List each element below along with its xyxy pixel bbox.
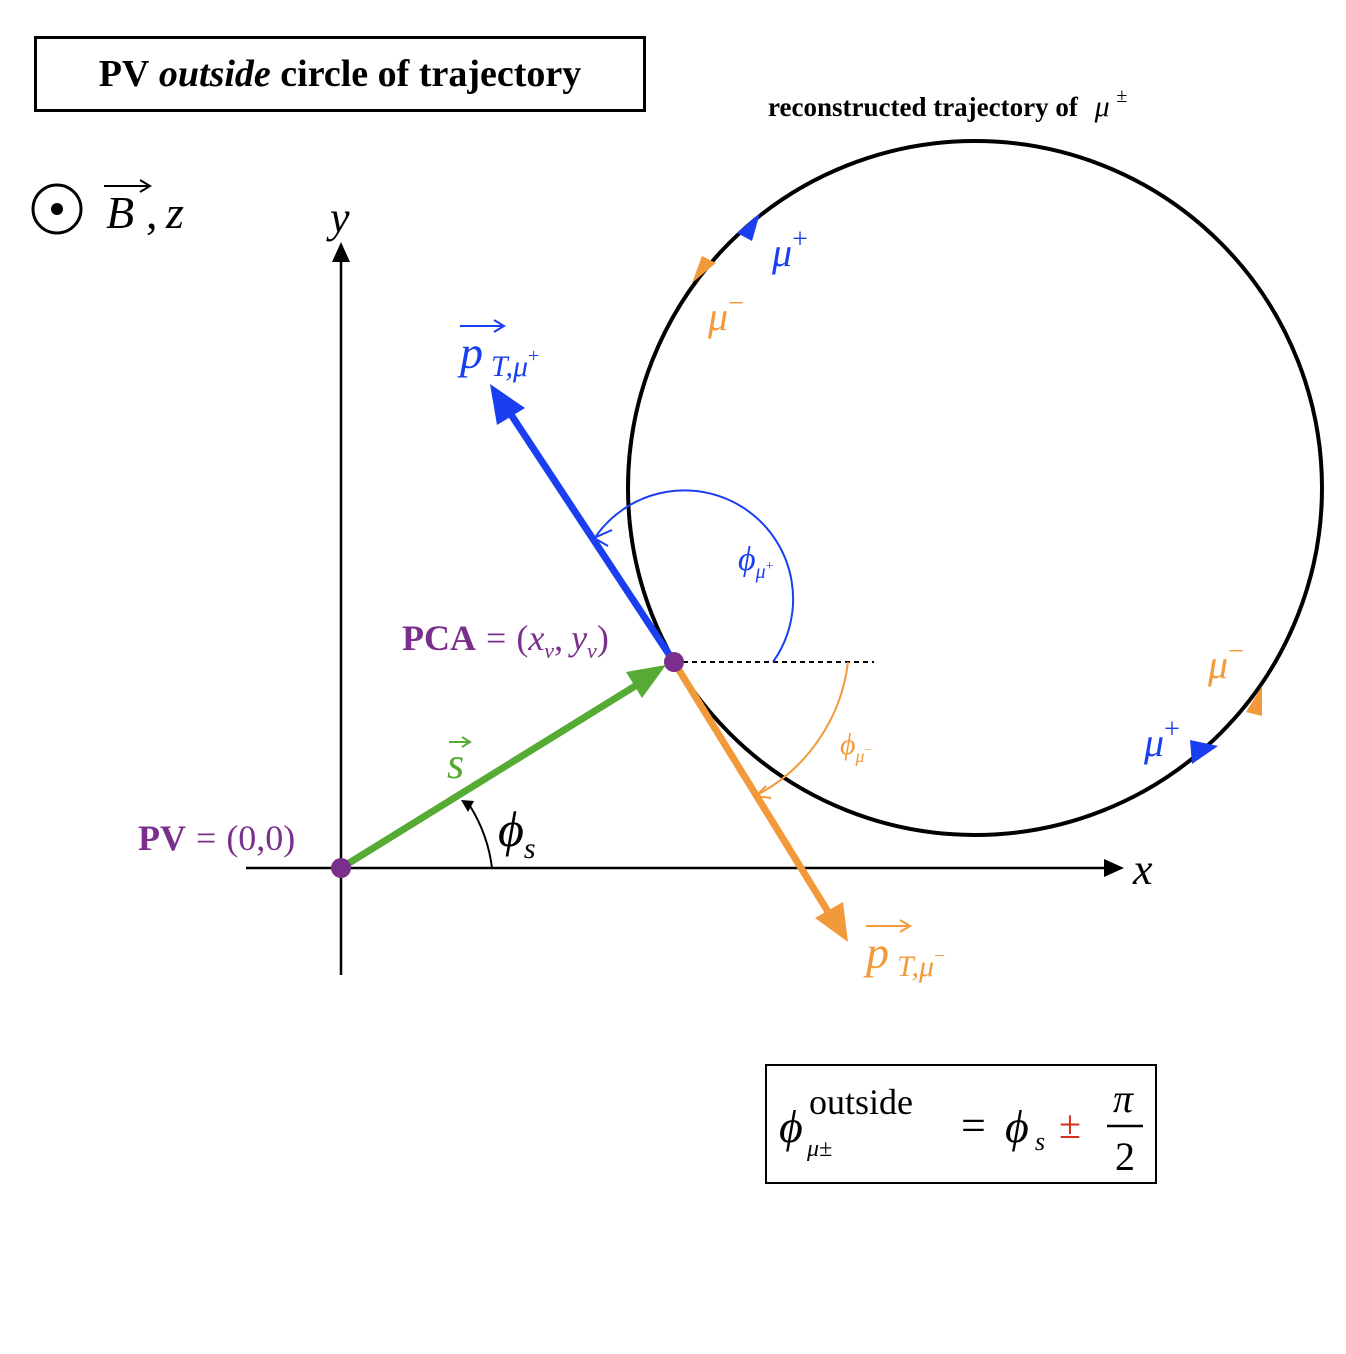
mu-plus-label-bottom: μ+ [1143, 714, 1180, 765]
svg-text:s: s [447, 739, 464, 788]
x-axis-label: x [1132, 845, 1153, 894]
phi-mu-plus-label: ϕμ+ [738, 541, 774, 583]
axes: x y [246, 193, 1153, 975]
trajectory-circle [626, 139, 1324, 837]
svg-text:pT,μ−: pT,μ− [863, 927, 945, 983]
out-of-page-dot-icon [51, 203, 63, 215]
pt-mu-minus-arrowhead [815, 902, 848, 942]
magnetic-field-indicator: B , z [31, 179, 184, 238]
svg-text:pT,μ+: pT,μ+ [457, 327, 539, 383]
formula-rhs-sub: s [1035, 1127, 1045, 1156]
title-prefix: PV [98, 53, 150, 95]
title-suffix: circle of trajectory [280, 53, 582, 95]
formula-denominator: 2 [1115, 1134, 1135, 1179]
formula-lhs-symbol: ϕ [779, 1101, 803, 1152]
pca-point [664, 652, 684, 672]
s-vector-label: s [447, 736, 472, 788]
s-vector-arrowhead [626, 665, 666, 698]
mu-plus-direction-bottom-icon [1190, 740, 1218, 764]
phi-mu-minus-label: ϕμ− [840, 728, 872, 766]
formula-equals: = [961, 1101, 986, 1150]
pt-mu-plus-arrowhead [490, 384, 525, 425]
phi-mu-minus-arc [756, 661, 849, 796]
formula-svg: ϕ outside μ± = ϕ s ± π 2 [779, 1076, 1143, 1179]
b-vector-arrowhead [139, 179, 152, 193]
formula-rhs-symbol: ϕ [1005, 1101, 1029, 1152]
phi-s-arc-arrowhead [461, 800, 474, 812]
phi-mu-plus-arc [595, 489, 795, 663]
formula-lhs-sup: outside [809, 1082, 913, 1122]
out-of-page-icon [31, 183, 83, 235]
formula-lhs-sub: μ± [806, 1136, 832, 1162]
formula-box: ϕ outside μ± = ϕ s ± π 2 [765, 1064, 1157, 1184]
y-axis-arrowhead [332, 242, 350, 262]
s-vector [339, 680, 642, 871]
trajectory-label: reconstructed trajectory of μ ± [768, 85, 1127, 123]
formula-pm: ± [1059, 1102, 1081, 1147]
y-axis-label: y [326, 193, 350, 242]
mu-minus-direction-bottom-icon [1246, 686, 1262, 716]
title-box: PV outside circle of trajectory [34, 36, 646, 112]
b-label: B [106, 187, 134, 238]
phi-s-label: ϕs [498, 801, 536, 865]
pt-mu-plus-vector [505, 408, 677, 664]
z-label: z [165, 187, 184, 238]
x-axis-arrowhead [1104, 859, 1124, 877]
mu-plus-direction-top-icon [737, 213, 760, 241]
pv-point [331, 858, 351, 878]
mu-minus-label-top: μ− [707, 288, 744, 339]
mu-plus-label-top: μ+ [771, 224, 808, 275]
b-sep: , [146, 187, 158, 238]
pt-mu-minus-vector [671, 660, 833, 917]
pv-label: PV=(0,0) [138, 818, 295, 858]
mu-minus-label-bottom: μ− [1207, 636, 1244, 687]
mu-minus-direction-top-icon [692, 256, 716, 283]
title-emphasis: outside [158, 53, 271, 95]
phi-s-arc [469, 805, 493, 869]
formula-numerator: π [1113, 1076, 1134, 1121]
pca-label: PCA=(xv,yv) [402, 618, 609, 663]
